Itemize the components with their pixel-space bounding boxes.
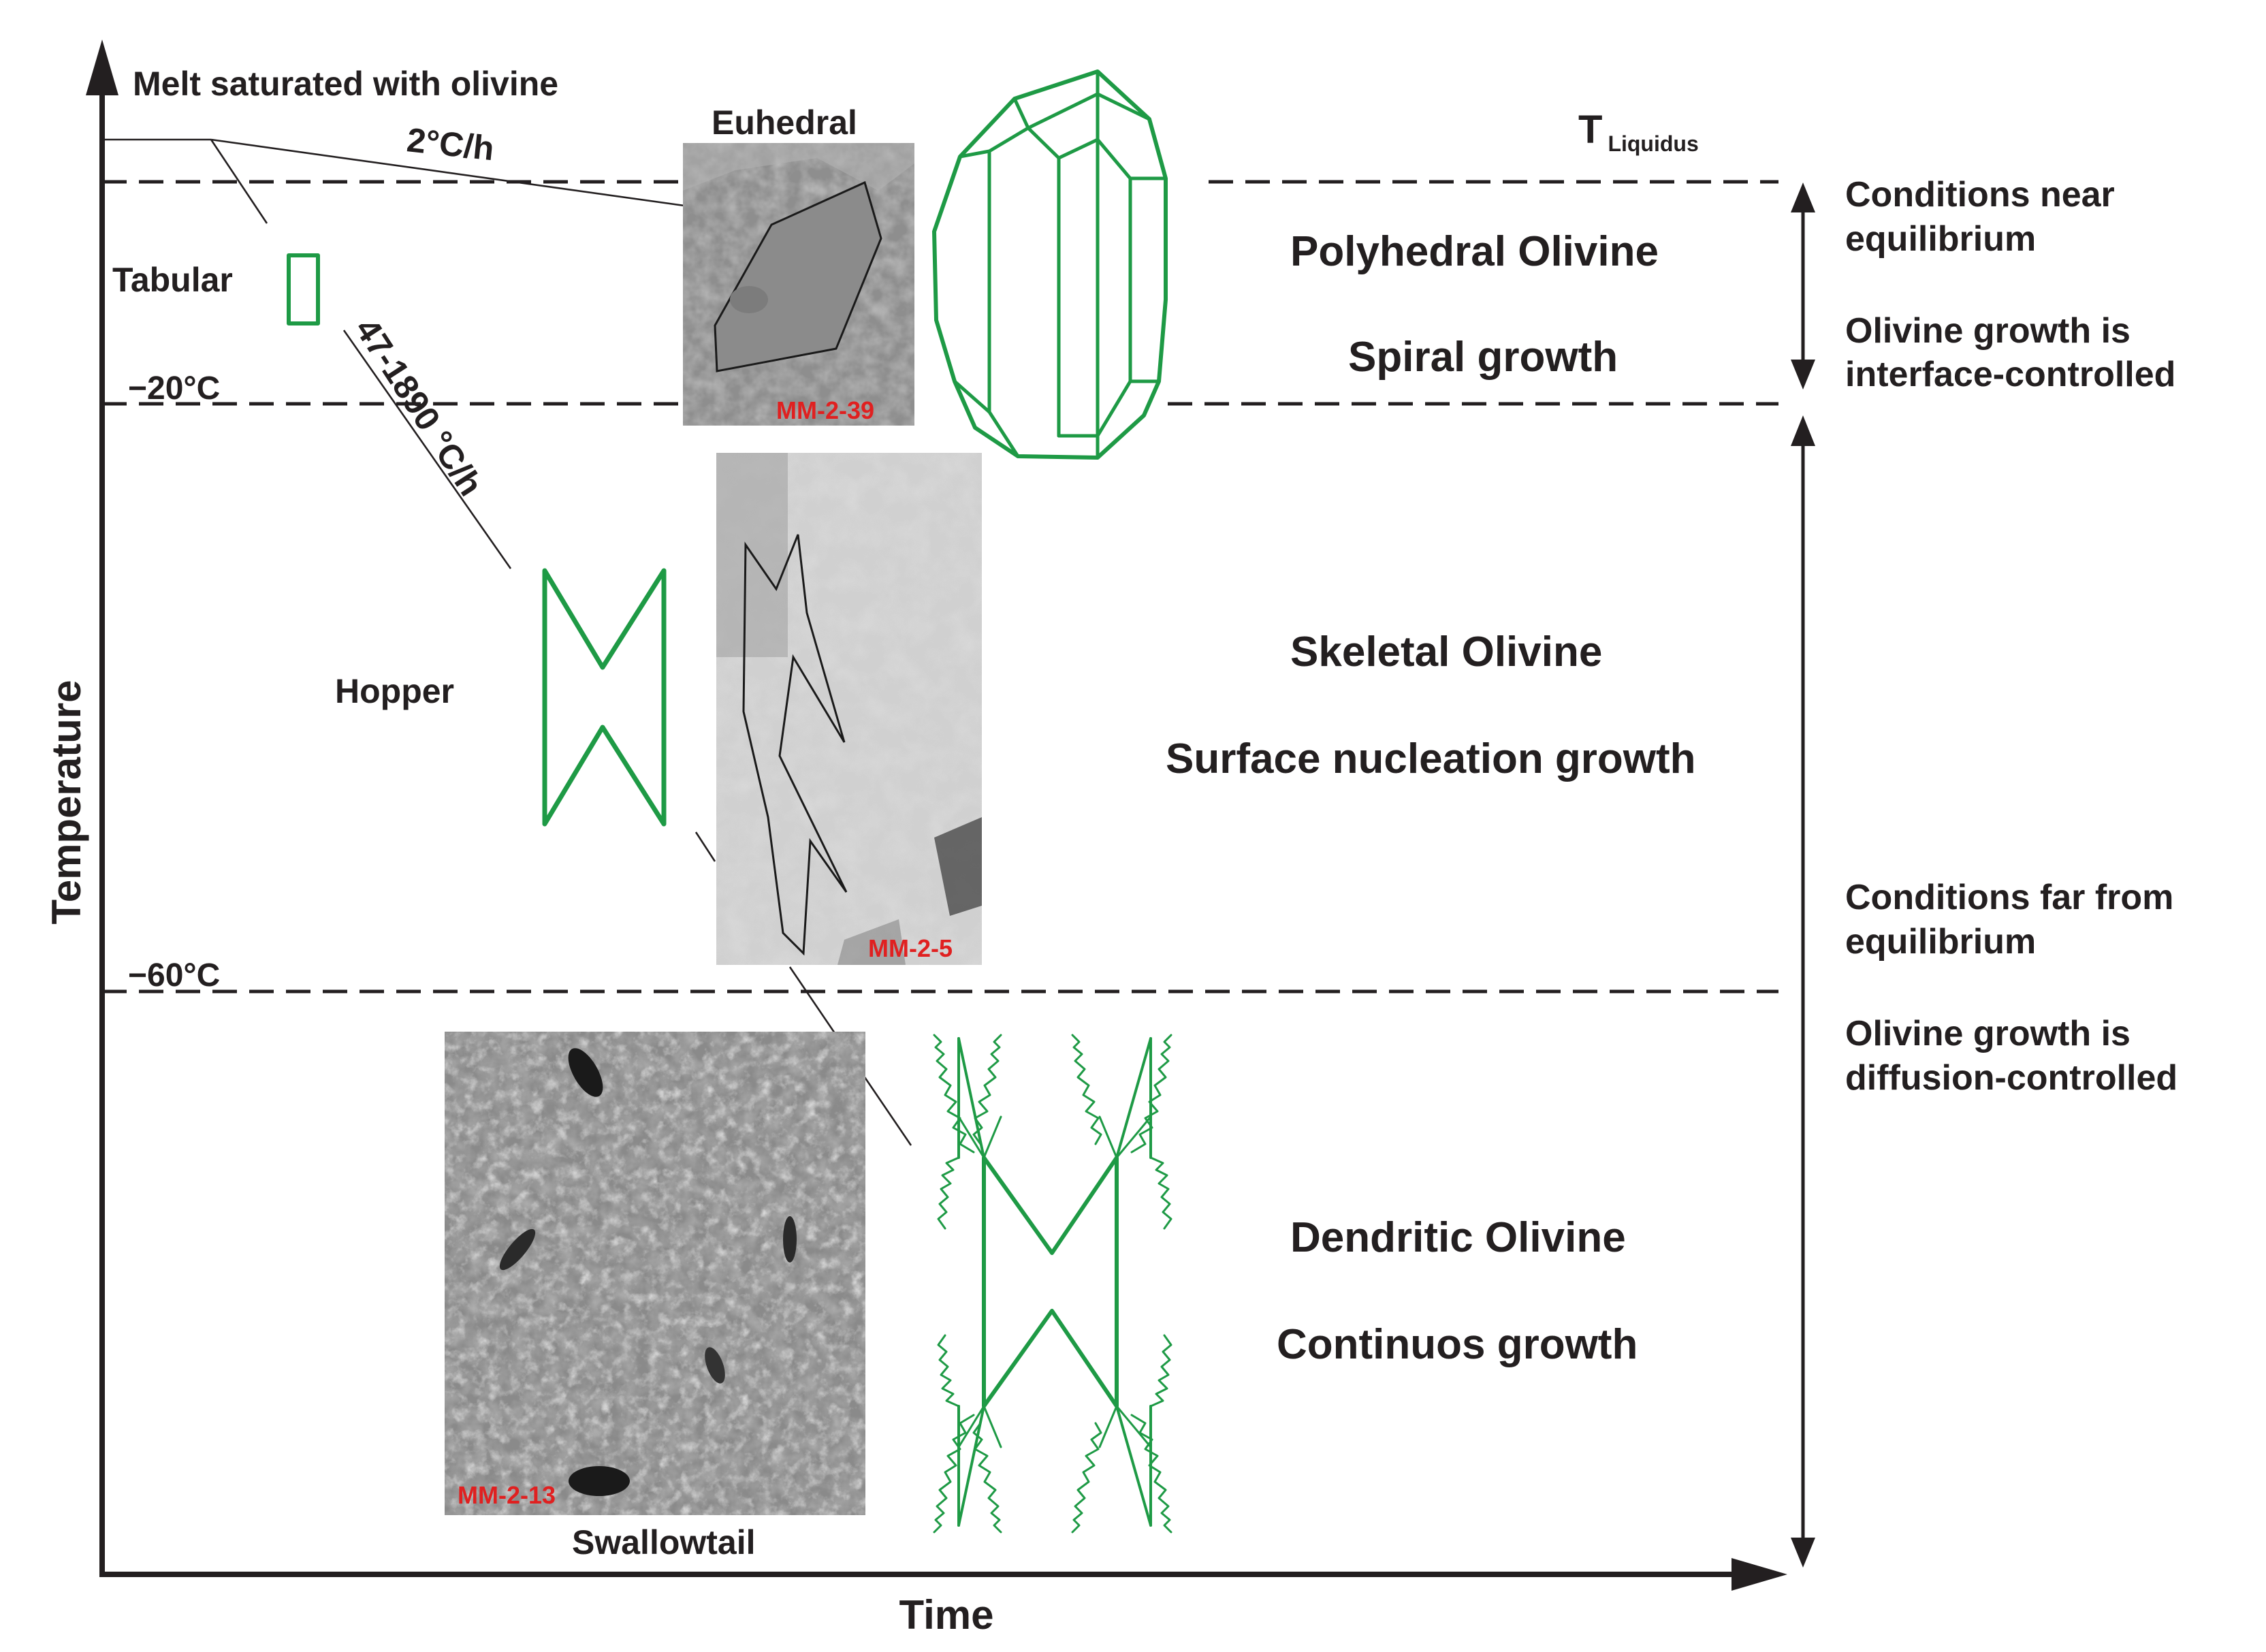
tabular-label: Tabular — [112, 261, 233, 299]
euhedral-label: Euhedral — [712, 104, 857, 142]
sample-label-mm-2-5: MM-2-5 — [868, 934, 953, 962]
interface-line1: Olivine growth is — [1845, 311, 2131, 351]
slow-cooling-path — [210, 138, 685, 207]
melt-label: Melt saturated with olivine — [133, 65, 558, 103]
regime-labels: Polyhedral Olivine Spiral growth Skeleta… — [1166, 228, 1696, 1368]
near-equilibrium-arrow-up — [1791, 182, 1815, 212]
minus60-label: −60°C — [128, 957, 220, 994]
dendritic-crystal-icon — [933, 1034, 1172, 1534]
polyhedral-title: Polyhedral Olivine — [1290, 228, 1659, 275]
condition-labels: Conditions near equilibrium Olivine grow… — [1845, 175, 2177, 1098]
diffusion-line1: Olivine growth is — [1845, 1014, 2131, 1053]
polyhedral-crystal-icon — [932, 69, 1168, 460]
sem-image-euhedral: MM-2-39 — [683, 143, 914, 426]
habit-labels: Euhedral Tabular Hopper Swallowtail — [112, 104, 857, 1561]
euhedral-crystal-outline — [714, 180, 882, 372]
hopper-label: Hopper — [335, 672, 454, 710]
condition-arrows — [1791, 182, 1815, 1568]
near-equilibrium-arrow-down — [1791, 360, 1815, 390]
far-equilibrium-arrow-up — [1791, 415, 1815, 446]
temperature-lines: −20°C −60°C — [102, 180, 1778, 994]
x-axis-label: Time — [899, 1592, 994, 1638]
fast-cooling-path-top — [210, 139, 268, 224]
y-axis-label: Temperature — [44, 680, 89, 924]
fast-cooling-path-mid — [342, 330, 512, 569]
polyhedral-growth: Spiral growth — [1348, 334, 1618, 381]
skeletal-title: Skeletal Olivine — [1290, 629, 1602, 676]
diffusion-line2: diffusion-controlled — [1845, 1058, 2177, 1098]
hopper-crystal-outline — [742, 534, 848, 956]
far-equilibrium-line1: Conditions far from — [1845, 878, 2173, 917]
sem-image-swallowtail: MM-2-13 — [445, 1032, 865, 1515]
dendritic-title: Dendritic Olivine — [1290, 1214, 1626, 1261]
x-axis-arrowhead — [1732, 1558, 1787, 1591]
near-equilibrium-line2: equilibrium — [1845, 219, 2036, 259]
sem-image-hopper: MM-2-5 — [716, 453, 982, 965]
sample-label-mm-2-39: MM-2-39 — [776, 396, 874, 424]
dendritic-growth: Continuos growth — [1277, 1321, 1638, 1368]
fast-rate-label: 47-1890 °C/h — [348, 311, 490, 502]
hopper-crystal-icon — [542, 568, 667, 827]
fast-cooling-path-hopper — [695, 831, 716, 862]
far-equilibrium-arrow-down — [1791, 1538, 1815, 1568]
minus20-label: −20°C — [128, 370, 220, 407]
axes: Temperature Time — [44, 39, 1787, 1638]
skeletal-growth: Surface nucleation growth — [1166, 735, 1696, 782]
swallowtail-label: Swallowtail — [572, 1523, 756, 1561]
slow-rate-label: 2°C/h — [405, 121, 496, 168]
near-equilibrium-line1: Conditions near — [1845, 175, 2115, 215]
tabular-crystal-icon — [287, 253, 320, 325]
far-equilibrium-line2: equilibrium — [1845, 922, 2036, 962]
interface-line2: interface-controlled — [1845, 355, 2175, 394]
sample-label-mm-2-13: MM-2-13 — [458, 1481, 556, 1509]
y-axis-arrowhead — [86, 39, 118, 95]
